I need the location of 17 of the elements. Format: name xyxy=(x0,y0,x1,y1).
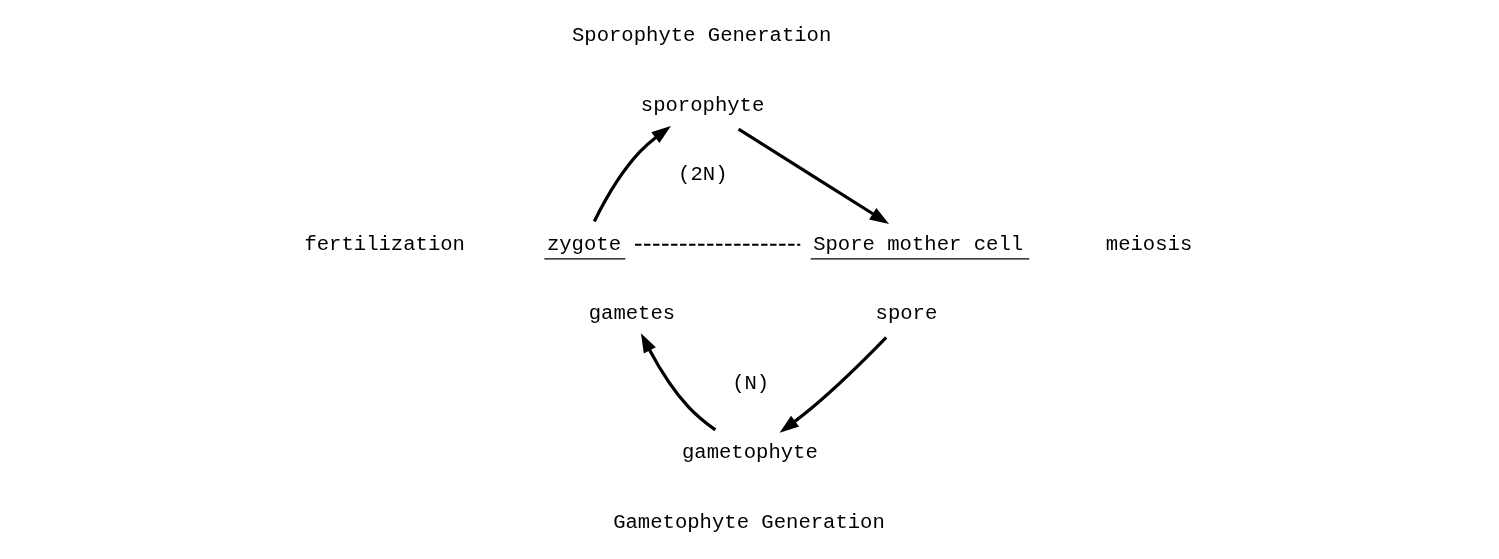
node-text: gametes xyxy=(588,302,676,326)
arrow xyxy=(779,336,888,433)
node-text: sporophyte xyxy=(640,93,765,117)
label: (N) xyxy=(732,371,770,395)
arrow xyxy=(737,127,890,224)
connector xyxy=(634,243,802,246)
label: meiosis xyxy=(1105,232,1193,256)
node-text: gametophyte xyxy=(681,441,818,465)
label: fertilization xyxy=(304,232,465,256)
node-text: zygote xyxy=(546,232,621,256)
label: Gametophyte Generation xyxy=(613,510,885,534)
node-text: Spore mother cell xyxy=(813,232,1024,256)
label: (2N) xyxy=(678,163,728,187)
node-text: spore xyxy=(875,302,938,326)
arrow xyxy=(592,126,671,223)
label: Sporophyte Generation xyxy=(571,24,832,48)
arrow xyxy=(640,333,717,432)
